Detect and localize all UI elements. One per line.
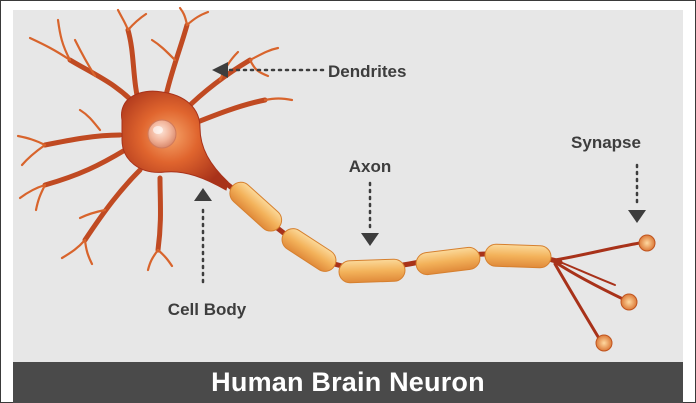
myelin-sheath (225, 178, 551, 283)
diagram-title: Human Brain Neuron (211, 367, 485, 398)
dendrites-arrowhead (212, 62, 228, 78)
cell-body-pointer (194, 188, 212, 283)
dendrites-label: Dendrites (328, 62, 406, 81)
title-bar: Human Brain Neuron (13, 362, 683, 403)
cell-body-label: Cell Body (168, 300, 247, 319)
cell-body-arrowhead (194, 188, 212, 201)
axon-label: Axon (349, 157, 392, 176)
nucleus (148, 120, 176, 148)
axon-terminals (555, 243, 640, 340)
synapse-label: Synapse (571, 133, 641, 152)
synapse-arrowhead (628, 210, 646, 223)
synapse-pointer (628, 165, 646, 223)
axon-pointer (361, 183, 379, 246)
synapse-terminal-buttons (596, 235, 655, 351)
axon-arrowhead (361, 233, 379, 246)
